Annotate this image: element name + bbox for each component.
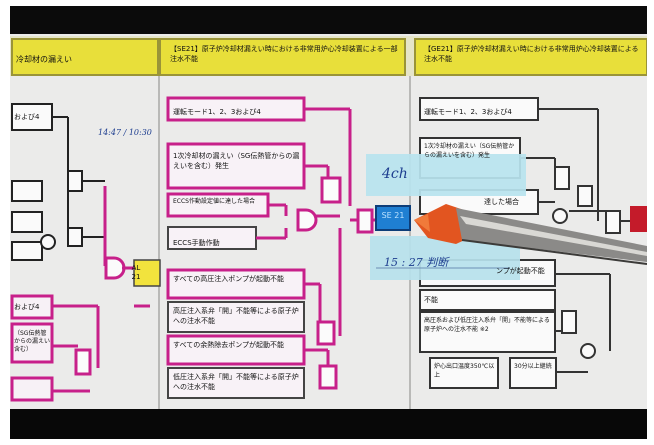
mid-box-7-text: すべての余熱除去ポンプが起動不能 xyxy=(173,341,285,349)
right-box-4-text: ンプが起動不能 xyxy=(496,267,545,275)
box-leak xyxy=(166,142,306,190)
al-21-marker xyxy=(133,259,161,287)
header-mid-text: 【SE21】原子炉冷却材漏えい時における非常用炉心冷却装置による一部注水不能 xyxy=(170,45,398,63)
header-left xyxy=(11,38,159,76)
header-mid xyxy=(159,38,406,76)
box-hp-valve xyxy=(167,301,305,333)
sticky-note-top xyxy=(366,154,526,196)
mid-box-6-text: 高圧注入系弁「開」不能等による原子炉への注水不能 xyxy=(173,307,299,325)
se21-marker xyxy=(375,205,411,231)
header-right-text: 【GE21】原子炉冷却材漏えい時における非常用炉心冷却装置による注水不能 xyxy=(424,45,639,63)
left-box-3-text: （SG伝熱管からの漏えい含む） xyxy=(14,330,51,353)
right-box-6-text: 高圧系および低圧注入系弁「開」不能等による原子炉への注水不能 ※2 xyxy=(424,317,550,333)
mid-box-4-text: ECCS手動作動 xyxy=(173,239,220,247)
header-right xyxy=(414,38,647,76)
mid-box-5-text: すべての高圧注入ポンプが起動不能 xyxy=(173,275,285,283)
sticky-note-bottom-text: 15 : 27 判断 xyxy=(384,256,449,269)
header-left-text: 冷却材の漏えい xyxy=(16,55,72,64)
sticky-note-top-text: 4ch xyxy=(382,166,408,182)
se21-marker-label: SE 21 xyxy=(382,211,405,220)
flowchart-photo: SE 21 xyxy=(10,6,647,439)
left-column xyxy=(11,103,105,261)
left-pink-lines xyxy=(10,186,115,402)
box-rhr-pump xyxy=(166,334,306,366)
left-box-1-text: および4 xyxy=(14,113,40,121)
right-box-1-text: 運転モード1、2、3および4 xyxy=(424,108,512,116)
left-box-2-text: および4 xyxy=(14,303,40,311)
right-box-8-text: 30分以上継続 xyxy=(514,363,552,370)
al-21-line2: 21 xyxy=(131,273,141,281)
right-box-5-text: 不能 xyxy=(424,296,438,304)
ge21-marker xyxy=(630,206,647,232)
box-lp-valve xyxy=(167,367,305,399)
left-handwritten-note: 14:47 / 10:30 xyxy=(98,128,152,137)
mid-box-3-text: ECCS作動設定値に達した場合 xyxy=(173,198,255,205)
video-viewport: SE 21 xyxy=(10,6,647,439)
al-21-line1: AL xyxy=(131,264,141,272)
mid-box-2-text: 1次冷却材の漏えい（SG伝熱管からの漏えいを含む）発生 xyxy=(173,152,300,170)
mid-box-8-text: 低圧注入系弁「開」不能等による原子炉への注水不能 xyxy=(173,373,299,391)
right-box-7-text: 炉心出口温度350℃以上 xyxy=(434,363,495,379)
middle-column xyxy=(166,96,306,399)
right-box-3-text: 達した場合 xyxy=(484,198,519,206)
middle-gates xyxy=(296,176,374,390)
right-box-2-text: 1次冷却材の漏えい（SG伝熱管からの漏えいを含む）発生 xyxy=(424,143,515,159)
mid-box-1-text: 運転モード1、2、3および4 xyxy=(173,108,261,116)
pointer-pen xyxy=(414,204,647,265)
